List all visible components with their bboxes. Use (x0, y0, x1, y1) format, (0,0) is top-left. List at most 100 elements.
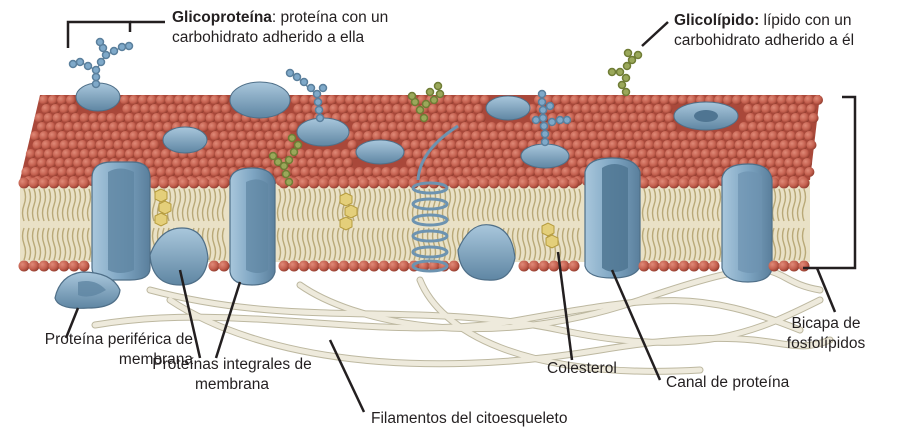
phospholipid-head (592, 113, 603, 123)
phospholipid-head (698, 177, 710, 189)
lipid-tail (446, 188, 452, 222)
phospholipid-head (262, 158, 273, 168)
phospholipid-head (418, 260, 430, 272)
phospholipid-head (754, 113, 765, 123)
phospholipid-head (754, 149, 765, 159)
phospholipid-head (174, 95, 184, 105)
lipid-tail (426, 227, 432, 261)
phospholipid-head (451, 158, 462, 168)
phospholipid-head (700, 149, 711, 159)
phospholipid-head (552, 131, 563, 141)
phospholipid-head (777, 131, 788, 141)
phospholipid-head (221, 104, 232, 114)
lipid-tail (656, 188, 662, 222)
lipid-tail (801, 188, 807, 222)
phospholipid-head (338, 177, 350, 189)
phospholipid-head (140, 140, 151, 150)
phospholipid-head (668, 177, 680, 189)
phospholipid-head (444, 95, 454, 105)
phospholipid-head (795, 95, 805, 105)
lipid-tail (56, 227, 62, 261)
phospholipid-head (488, 177, 500, 189)
phospholipid-head (61, 113, 72, 123)
phospholipid-head (658, 260, 670, 272)
lipid-tail (716, 227, 722, 261)
phospholipid-head (714, 167, 725, 177)
phospholipid-head (70, 113, 81, 123)
phospholipid-head (205, 149, 216, 159)
phospholipid-head (99, 122, 110, 132)
phospholipid-head (259, 149, 270, 159)
phospholipid-head (214, 113, 225, 123)
phospholipid-head (590, 104, 601, 114)
phospholipid-head (210, 131, 221, 141)
integral-leader-b (214, 281, 242, 359)
phospholipid-head (57, 95, 67, 105)
glycoprotein-definition-line2: carbohidrato adherido a ella (172, 29, 365, 46)
lipid-tail (181, 188, 187, 222)
phospholipid-head (412, 113, 423, 123)
phospholipid-head (165, 167, 176, 177)
phospholipid-head (574, 149, 585, 159)
phospholipid-head (655, 149, 666, 159)
integral-proteins (91, 157, 773, 286)
phospholipid-head (594, 122, 605, 132)
integral-proteins-label: Proteínas integrales de membrana (132, 355, 332, 395)
phospholipid-head (628, 113, 639, 123)
phospholipid-head (696, 131, 707, 141)
lipid-tail (671, 227, 677, 261)
lipid-tail (356, 188, 362, 222)
phospholipid-head (124, 113, 135, 123)
phospholipid-head (708, 260, 720, 272)
phospholipid-head (678, 131, 689, 141)
phospholipid-head (261, 122, 272, 132)
phospholipid-head (129, 131, 140, 141)
phospholipid-head (441, 122, 452, 132)
phospholipid-head (219, 167, 230, 177)
phospholipid-head (345, 95, 355, 105)
phospholipid-head (505, 158, 516, 168)
phospholipid-head (48, 260, 60, 272)
phospholipid-head (30, 167, 41, 177)
phospholipid-head (678, 167, 689, 177)
phospholipid-head (232, 149, 243, 159)
phospholipid-head (752, 104, 763, 114)
phospholipid-head (46, 158, 57, 168)
phospholipid-head (781, 149, 792, 159)
phospholipid-head (621, 122, 632, 132)
phospholipid-head (151, 113, 162, 123)
phospholipid-head (68, 177, 80, 189)
phospholipid-head (477, 122, 488, 132)
lipid-tail (676, 188, 682, 222)
phospholipid-head (619, 113, 630, 123)
lipid-tail (286, 227, 292, 261)
lipid-tail (491, 188, 497, 222)
lipid-tail (456, 188, 462, 222)
phospholipid-head (208, 260, 220, 272)
lipid-tail (496, 188, 502, 222)
phospholipid-head (66, 167, 77, 177)
lipid-tail (206, 227, 212, 261)
lipid-tail (706, 188, 712, 222)
phospholipid-head (106, 149, 117, 159)
phospholipid-head (367, 113, 378, 123)
phospholipid-head (308, 260, 320, 272)
phospholipid-head (54, 122, 65, 132)
phospholipid-head (325, 158, 336, 168)
phospholipid-head (219, 95, 229, 105)
phospholipid-head (513, 122, 524, 132)
phospholipid-head (673, 149, 684, 159)
phospholipid-head (203, 104, 214, 114)
phospholipid-head (410, 140, 421, 150)
phospholipid-head (176, 104, 187, 114)
lipid-tail (786, 227, 792, 261)
phospholipid-head (126, 122, 137, 132)
phospholipid-head (514, 158, 525, 168)
phospholipid-head (307, 158, 318, 168)
phospholipid-head (97, 113, 108, 123)
phospholipid-head (561, 131, 572, 141)
phospholipid-head (188, 177, 200, 189)
lipid-tail (711, 227, 717, 261)
phospholipid-head (408, 131, 419, 141)
phospholipid-head (666, 122, 677, 132)
